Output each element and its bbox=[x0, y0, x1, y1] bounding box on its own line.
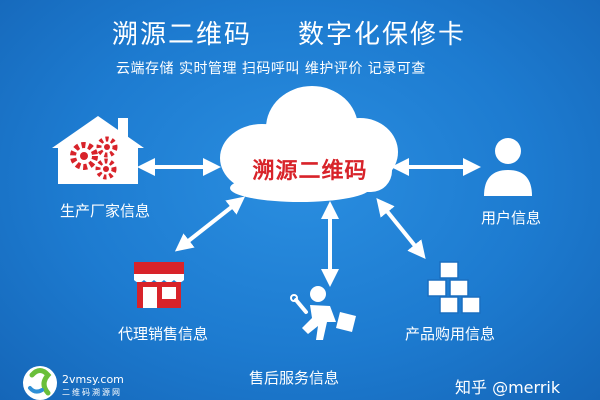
manufacturer-label: 生产厂家信息 bbox=[60, 202, 151, 220]
user-label: 用户信息 bbox=[481, 209, 542, 227]
arrow-to-product bbox=[376, 198, 426, 259]
storefront-icon bbox=[134, 262, 184, 308]
agent-label: 代理销售信息 bbox=[118, 325, 209, 343]
cloud-label: 溯源二维码 bbox=[252, 159, 368, 184]
site-logo bbox=[23, 366, 57, 400]
arrow-to-agent bbox=[174, 196, 246, 252]
logo-site-text: 2vmsy.com bbox=[62, 373, 124, 386]
page-title-secondary: 数字化保修卡 bbox=[298, 20, 467, 50]
feature-list: 云端存储 实时管理 扫码呼叫 维护评价 记录可查 bbox=[116, 61, 426, 77]
page-title: 溯源二维码 bbox=[112, 20, 253, 50]
factory-gears-icon bbox=[52, 116, 144, 184]
repairman-icon bbox=[290, 286, 356, 340]
cloud-icon bbox=[220, 86, 398, 202]
user-icon bbox=[484, 138, 532, 196]
boxes-icon bbox=[427, 261, 481, 314]
after-sales-label: 售后服务信息 bbox=[249, 369, 340, 387]
product-label: 产品购用信息 bbox=[405, 325, 496, 343]
watermark: 知乎 @merrik bbox=[455, 378, 561, 397]
logo-name-text: 二维码溯源网 bbox=[62, 388, 122, 397]
